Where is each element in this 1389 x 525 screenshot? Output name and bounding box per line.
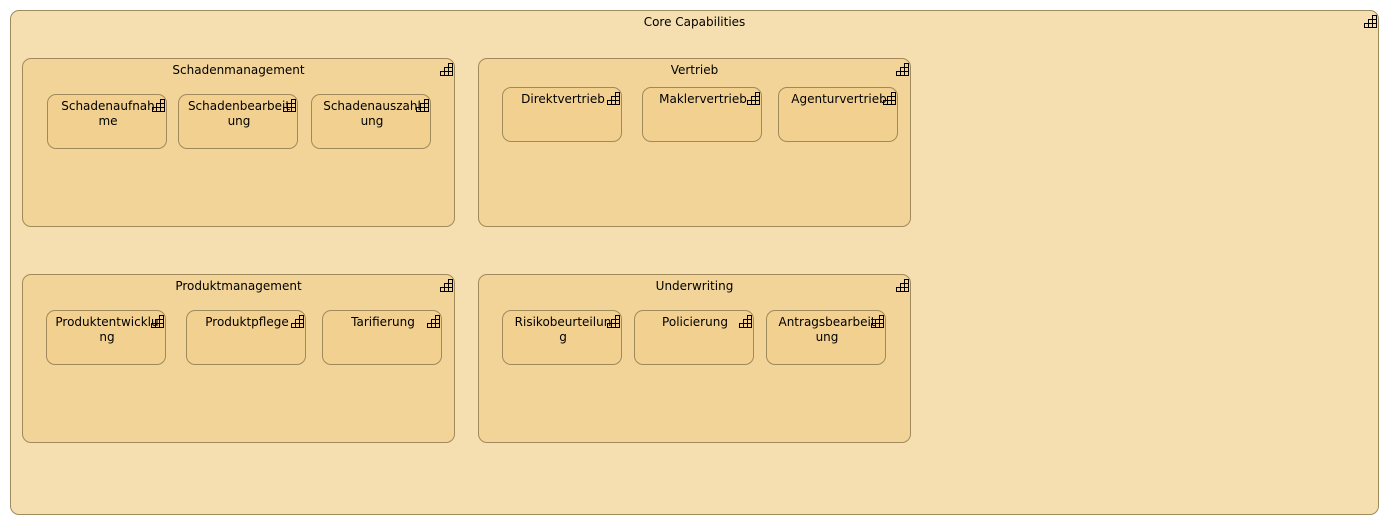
group-title: Produktmanagement [175,279,302,293]
capability-icon [438,278,453,292]
capability-direktvertrieb[interactable]: Direktvertrieb [502,87,622,142]
capability-agenturvertrieb[interactable]: Agenturvertrieb [778,87,898,142]
capability-label: Antragsbearbeitung [778,315,876,344]
capability-label: Maklervertrieb [659,92,747,106]
capability-produktpflege[interactable]: Produktpflege [186,310,306,365]
capability-icon [737,314,752,328]
capability-label: Direktvertrieb [521,92,605,106]
capability-icon [605,314,620,328]
capability-risikobeurteilung[interactable]: Risikobeurteilung [502,310,622,365]
capability-icon [894,62,909,76]
group-title: Schadenmanagement [172,63,305,77]
capability-icon [438,62,453,76]
capability-antragsbearbeitung[interactable]: Antragsbearbeitung [766,310,886,365]
capability-icon [1362,14,1377,28]
capability-icon [869,314,884,328]
capability-tarifierung[interactable]: Tarifierung [322,310,442,365]
capability-label: Produktentwicklung [55,315,159,344]
capability-icon [281,98,296,112]
capability-label: Risikobeurteilung [514,315,612,344]
capability-label: Agenturvertrieb [791,92,887,106]
core-capabilities-title: Core Capabilities [643,15,746,29]
capability-icon [150,98,165,112]
capability-schadenbearbeitung[interactable]: Schadenbearbeitung [178,94,298,149]
capability-label: Tarifierung [351,315,415,329]
capability-icon [894,278,909,292]
capability-icon [289,314,304,328]
capability-label: Schadenaufnahme [61,99,155,128]
capability-schadenauszahlung[interactable]: Schadenauszahlung [311,94,431,149]
capability-icon [745,91,760,105]
capability-icon [881,91,896,105]
capability-produktentwicklung[interactable]: Produktentwicklung [46,310,166,365]
group-title: Underwriting [655,279,734,293]
capability-icon [425,314,440,328]
capability-schadenaufnahme[interactable]: Schadenaufnahme [47,94,167,149]
capability-label: Produktpflege [205,315,289,329]
capability-icon [414,98,429,112]
capability-policierung[interactable]: Policierung [634,310,754,365]
capability-icon [149,314,164,328]
capability-label: Schadenauszahlung [323,99,421,128]
capability-label: Schadenbearbeitung [187,99,291,128]
group-title: Vertrieb [670,63,719,77]
capability-label: Policierung [662,315,728,329]
group-vertrieb[interactable]: Vertrieb [478,58,911,227]
capability-maklervertrieb[interactable]: Maklervertrieb [642,87,762,142]
capability-icon [605,91,620,105]
